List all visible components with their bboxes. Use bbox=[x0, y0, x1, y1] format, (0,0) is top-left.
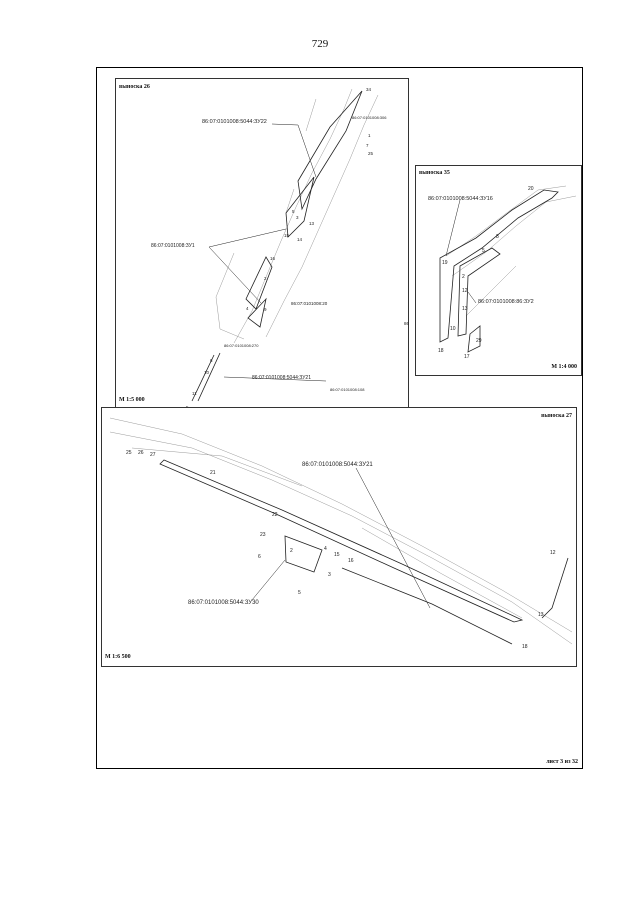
point-label: 3 bbox=[328, 572, 331, 578]
inset-35-parcel-lines bbox=[439, 189, 559, 353]
point-label: 10 bbox=[204, 370, 210, 375]
point-label: 9 bbox=[264, 307, 267, 312]
point-label: 11 bbox=[192, 391, 197, 396]
inset-35-map: 86:07:0101008:5044:ЗУ16 86:07:0101008:86… bbox=[428, 185, 577, 360]
inset-27-scale: М 1:6 500 bbox=[105, 654, 131, 660]
inset-26-label-p306: 86:07:0101008:306 bbox=[352, 115, 387, 120]
inset-35-point-numbers: 20 19 5 2 12 13 10 18 17 29 8 bbox=[438, 186, 534, 360]
inset-26-terrain-noise bbox=[215, 88, 379, 344]
inset-26-label-p270: 86:07:0101008:270 bbox=[224, 343, 259, 348]
point-label: 27 bbox=[150, 452, 156, 458]
inset-26-leader-lines bbox=[208, 123, 327, 382]
point-label: 22 bbox=[272, 512, 278, 518]
point-label: 34 bbox=[366, 87, 372, 92]
point-label: 10 bbox=[450, 326, 456, 332]
point-label: 15 bbox=[334, 552, 340, 558]
sheet-info: лист 3 из 32 bbox=[546, 759, 578, 765]
point-label: 16 bbox=[348, 558, 354, 564]
inset-27-label-zu21: 86:07:0101008:5044:ЗУ21 bbox=[302, 462, 373, 468]
inset-26-label-zu1: 86:07:0101008:ЗУ1 bbox=[151, 243, 195, 249]
inset-27-label-zu30: 86:07:0101008:5044:ЗУ30 bbox=[188, 600, 259, 606]
inset-27-title: выноска 27 bbox=[541, 413, 572, 419]
point-label: 4 bbox=[324, 546, 327, 552]
inset-26-panel: выноска 26 М 1:5 000 bbox=[115, 78, 410, 410]
point-label: 25 bbox=[126, 450, 132, 456]
inset-26-label-zu21: 86:07:0101008:5044:ЗУ21 bbox=[252, 375, 311, 381]
point-label: 5 bbox=[482, 248, 485, 254]
point-label: 25 bbox=[368, 151, 374, 156]
point-label: 13 bbox=[309, 221, 315, 226]
point-label: 20 bbox=[528, 186, 534, 192]
inset-26-label-p20: 86:07:0101008:20 bbox=[291, 301, 328, 306]
point-label: 15 bbox=[284, 233, 290, 238]
inset-27-point-numbers: 25 26 27 21 22 23 2 6 4 15 16 3 5 12 13 … bbox=[126, 450, 556, 650]
point-label: 2 bbox=[290, 548, 293, 554]
point-label: 5 bbox=[298, 590, 301, 596]
point-label: 16 bbox=[270, 256, 276, 261]
inset-26-point-numbers: 34 1 7 25 5 3 13 14 15 16 2 4 9 10 6 11 … bbox=[186, 87, 374, 410]
point-label: 4 bbox=[246, 306, 249, 311]
point-label: 12 bbox=[462, 288, 468, 294]
point-label: 18 bbox=[438, 348, 444, 354]
sheet-frame: выноска 26 М 1:5 000 bbox=[96, 67, 583, 769]
point-label: 2 bbox=[462, 274, 465, 280]
inset-27-terrain-noise bbox=[109, 417, 573, 645]
point-label: 13 bbox=[462, 306, 468, 312]
point-label: 12 bbox=[550, 550, 556, 556]
point-label: 29 bbox=[476, 338, 482, 344]
inset-26-side-label: 86 bbox=[404, 321, 410, 326]
inset-35-label-zu16: 86:07:0101008:5044:ЗУ16 bbox=[428, 196, 493, 202]
point-label: 3 bbox=[296, 215, 299, 220]
inset-26-scale: М 1:5 000 bbox=[119, 397, 145, 403]
point-label: 13 bbox=[538, 612, 544, 618]
point-label: 26 bbox=[138, 450, 144, 456]
point-label: 6 bbox=[258, 554, 261, 560]
inset-27-leader-lines bbox=[251, 467, 431, 609]
point-label: 18 bbox=[522, 644, 528, 650]
inset-35-leader-lines bbox=[445, 199, 477, 304]
point-label: 1 bbox=[368, 133, 371, 138]
point-label: 17 bbox=[464, 354, 470, 360]
point-label: 6 bbox=[210, 358, 213, 363]
inset-35-label-zu2: 86:07:0101008:86:ЗУ2 bbox=[478, 299, 534, 305]
inset-26-map: 86:07:0101008:5044:ЗУ22 86:07:0101008:ЗУ… bbox=[151, 87, 410, 410]
inset-27-panel: выноска 27 М 1:6 500 86:07:0101008:5044:… bbox=[101, 407, 577, 667]
inset-26-title: выноска 26 bbox=[119, 84, 150, 90]
point-label: 23 bbox=[260, 532, 266, 538]
inset-35-scale: М 1:4 000 bbox=[551, 364, 577, 370]
inset-26-label-p108: 86:07:0101008:108 bbox=[330, 387, 365, 392]
inset-35-panel: выноска 35 М 1:4 000 86:07:0101008:5044:… bbox=[415, 165, 582, 376]
point-label: 8 bbox=[496, 234, 499, 240]
inset-27-map: 86:07:0101008:5044:ЗУ21 86:07:0101008:50… bbox=[109, 417, 573, 650]
inset-35-terrain-noise bbox=[445, 185, 577, 317]
point-label: 5 bbox=[292, 209, 295, 214]
inset-26-label-zu22: 86:07:0101008:5044:ЗУ22 bbox=[202, 119, 267, 125]
page-number: 729 bbox=[311, 38, 329, 50]
point-label: 14 bbox=[297, 237, 303, 242]
inset-26-parcel-lines bbox=[191, 90, 363, 402]
inset-27-parcel-lines bbox=[159, 459, 569, 645]
point-label: 19 bbox=[442, 260, 448, 266]
point-label: 2 bbox=[264, 276, 267, 281]
point-label: 21 bbox=[210, 470, 216, 476]
point-label: 7 bbox=[366, 143, 369, 148]
inset-35-title: выноска 35 bbox=[419, 170, 450, 176]
